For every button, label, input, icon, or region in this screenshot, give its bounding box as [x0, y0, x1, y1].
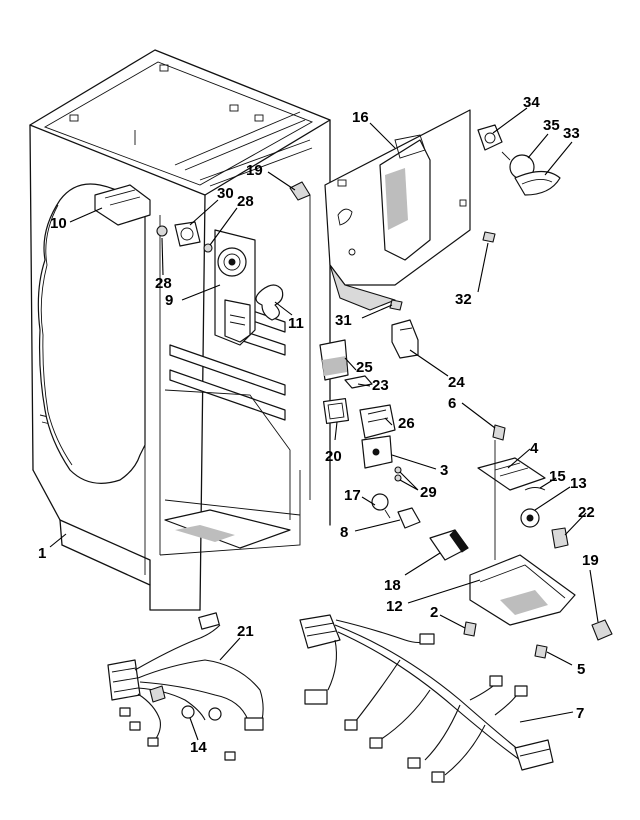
- callout-21: 21: [237, 623, 254, 640]
- callout-15: 15: [549, 468, 566, 485]
- relay-components: [319, 319, 419, 482]
- callout-labels: 1 2 3 4 5 6 7 8 9 10 11 12 13 14 15 16 1…: [38, 94, 599, 756]
- callout-25: 25: [356, 359, 373, 376]
- callout-5: 5: [577, 661, 585, 678]
- callout-28a: 28: [237, 193, 254, 210]
- callout-12: 12: [386, 598, 403, 615]
- callout-14: 14: [190, 739, 207, 756]
- callout-33: 33: [563, 125, 580, 142]
- refrigerator-liner: [29, 49, 331, 611]
- callout-1: 1: [38, 545, 46, 562]
- control-housing-assembly: [324, 109, 561, 311]
- callout-29: 29: [420, 484, 437, 501]
- callout-2: 2: [430, 604, 438, 621]
- callout-17: 17: [344, 487, 361, 504]
- light-bracket-components: [371, 424, 613, 659]
- evaporator-fan-assembly: [156, 221, 284, 346]
- callout-4: 4: [530, 440, 539, 457]
- callout-19a: 19: [246, 162, 263, 179]
- callout-34: 34: [523, 94, 540, 111]
- callout-20: 20: [325, 448, 342, 465]
- callout-26: 26: [398, 415, 415, 432]
- leader-lines: [49, 107, 599, 741]
- callout-19b: 19: [582, 552, 599, 569]
- wire-harness-7: [299, 614, 554, 783]
- callout-3: 3: [440, 462, 448, 479]
- callout-31: 31: [335, 312, 352, 329]
- callout-22: 22: [578, 504, 595, 521]
- callout-28b: 28: [155, 275, 172, 292]
- callout-10: 10: [50, 215, 67, 232]
- callout-8: 8: [340, 524, 348, 541]
- callout-23: 23: [372, 377, 389, 394]
- clip-top: [289, 181, 311, 201]
- callout-11: 11: [288, 315, 304, 332]
- callout-13: 13: [570, 475, 587, 492]
- callout-35: 35: [543, 117, 560, 134]
- callout-16: 16: [352, 109, 369, 126]
- callout-32: 32: [455, 291, 472, 308]
- callout-24: 24: [448, 374, 465, 391]
- wire-harness-21: [107, 612, 264, 761]
- callout-7: 7: [576, 705, 584, 722]
- callout-6: 6: [448, 395, 456, 412]
- callout-18: 18: [384, 577, 401, 594]
- callout-9: 9: [165, 292, 173, 309]
- callout-30: 30: [217, 185, 234, 202]
